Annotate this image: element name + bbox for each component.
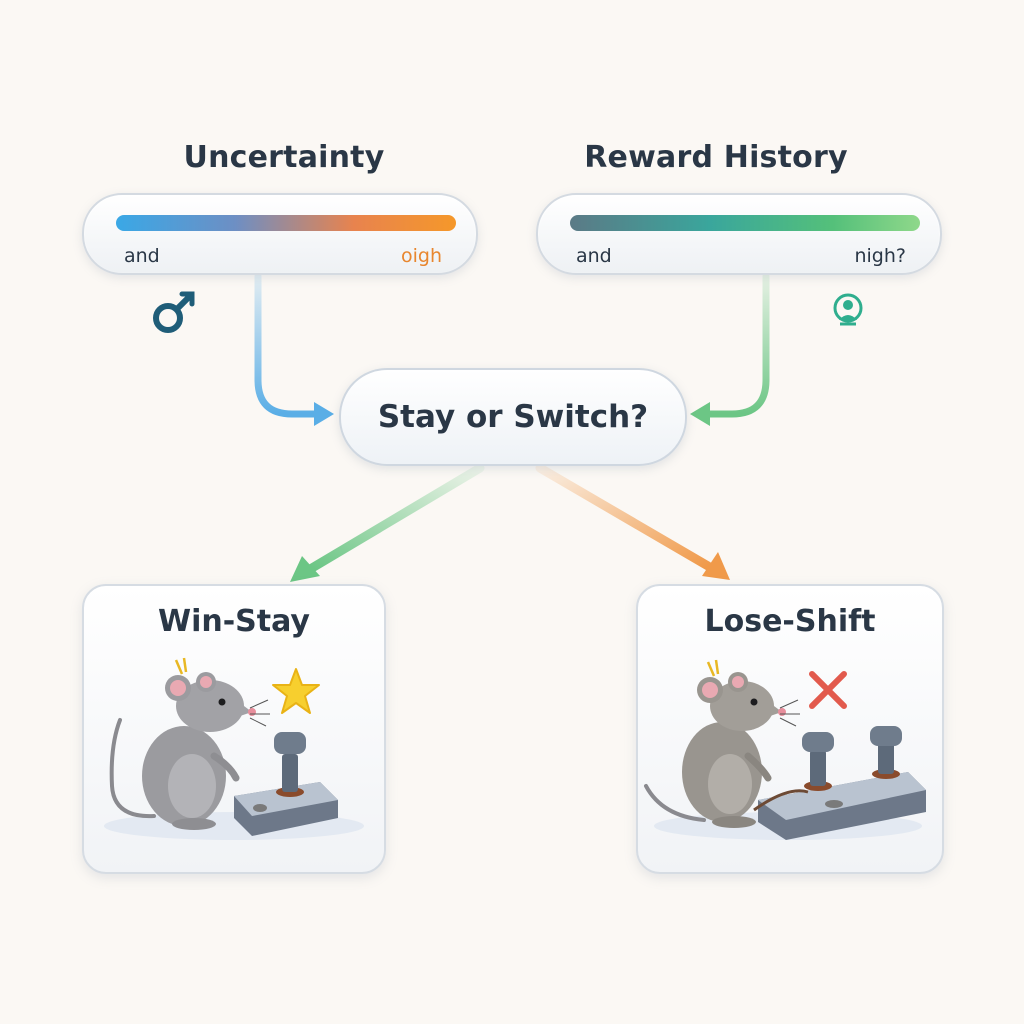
decision-box[interactable]: Stay or Switch?	[339, 368, 687, 466]
arrow-head-lose-shift	[702, 552, 730, 580]
lose-shift-card[interactable]: Lose-Shift	[636, 584, 944, 874]
arrow-head-win-stay	[290, 556, 320, 582]
uncertainty-high-label: oigh	[400, 245, 442, 267]
person-badge-icon	[833, 293, 863, 326]
arrow-uncertainty-to-decision	[254, 272, 320, 418]
male-symbol-icon	[153, 291, 195, 333]
lose-shift-title: Lose-Shift	[704, 604, 876, 639]
reward-history-gradient-bar	[570, 215, 920, 231]
reward-history-title: Reward History	[584, 140, 848, 175]
uncertainty-low-label: and	[124, 245, 160, 267]
uncertainty-gradient-bar	[116, 215, 456, 231]
arrow-decision-to-lose-shift	[535, 463, 713, 571]
reward-history-high-label: nigh?	[854, 245, 906, 267]
arrow-reward-to-decision	[704, 272, 770, 418]
star-icon	[272, 668, 320, 714]
reward-history-low-label: and	[576, 245, 612, 267]
win-stay-title: Win-Stay	[157, 604, 310, 639]
decision-label: Stay or Switch?	[377, 399, 649, 435]
cross-icon	[809, 671, 847, 709]
arrow-head-blue	[314, 402, 334, 426]
uncertainty-title: Uncertainty	[183, 140, 385, 175]
win-stay-illustration	[104, 657, 364, 840]
reward-history-slider[interactable]: and nigh?	[536, 193, 942, 275]
arrow-decision-to-win-stay	[307, 463, 485, 573]
uncertainty-slider[interactable]: and oigh	[82, 193, 478, 275]
win-stay-card[interactable]: Win-Stay	[82, 584, 386, 874]
lose-shift-illustration	[644, 659, 926, 840]
arrow-head-green	[690, 402, 710, 426]
